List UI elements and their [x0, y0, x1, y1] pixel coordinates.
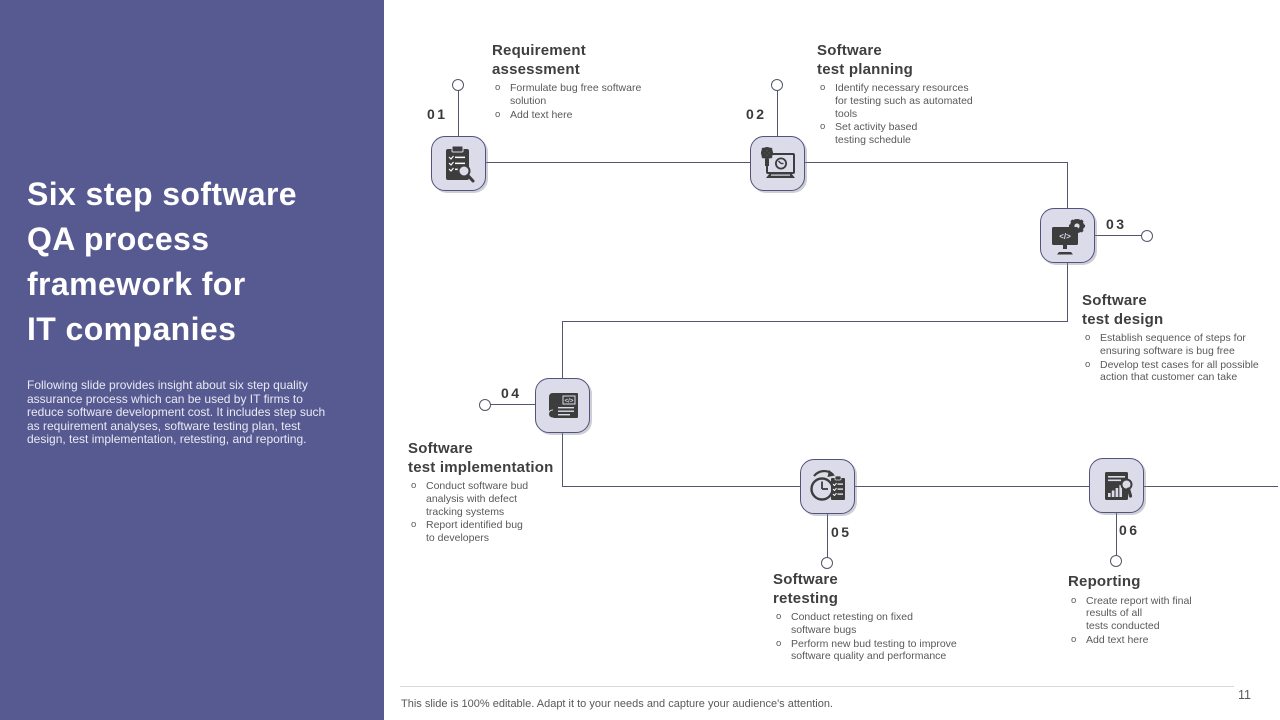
- connector-line: [458, 90, 460, 136]
- svg-text:</>: </>: [564, 398, 573, 404]
- bullet-item: o Add text here: [1068, 634, 1240, 647]
- bullet-item: o Formulate bug free software solution: [492, 82, 664, 108]
- node-circle-6: [1110, 555, 1122, 567]
- bullet-item: o Add text here: [492, 109, 664, 122]
- svg-text:</>: </>: [1059, 232, 1071, 241]
- page-number: 11: [1238, 688, 1251, 702]
- step-text-2: Software test planning o Identify necess…: [817, 42, 989, 148]
- report-chart-search-icon: [1104, 471, 1132, 500]
- step-tile-1: [431, 136, 486, 191]
- step-number-5: 05: [831, 524, 852, 540]
- bullet-marker: o: [495, 108, 501, 120]
- step-number-1: 01: [427, 106, 448, 122]
- bullet-item: o Identify necessary resources for testi…: [817, 82, 989, 120]
- bullet-item: o Create report with final results of al…: [1068, 595, 1240, 633]
- node-circle-4: [479, 399, 491, 411]
- page-title: Six step software QA process framework f…: [27, 176, 298, 347]
- clipboard-search-icon: [445, 145, 474, 182]
- bullet-marker: o: [495, 82, 501, 93]
- step-title-1: Requirement assessment: [492, 42, 586, 78]
- bullet-item: o Develop test cases for all possible ac…: [1082, 359, 1280, 385]
- bullet-item: o Conduct software bud analysis with def…: [408, 480, 580, 518]
- bullet-marker: o: [1085, 358, 1091, 370]
- connector-line: [562, 486, 1278, 488]
- node-circle-3: [1141, 230, 1153, 242]
- node-circle-5: [821, 557, 833, 569]
- footer-divider: [400, 686, 1234, 687]
- bullet-item: o Establish sequence of steps for ensuri…: [1082, 332, 1280, 358]
- bullet-marker: o: [820, 121, 826, 133]
- bullet-marker: o: [411, 519, 417, 531]
- step-title-5: Software retesting: [773, 571, 839, 607]
- node-circle-1: [452, 79, 464, 91]
- connector-line: [777, 90, 779, 136]
- connector-line: [1116, 513, 1118, 556]
- bullet-marker: o: [776, 637, 782, 649]
- step-text-5: Software retesting o Conduct retesting o…: [773, 571, 985, 664]
- step-text-4: Software test implementation o Conduct s…: [408, 440, 580, 546]
- step-title-3: Software test design: [1082, 292, 1164, 328]
- step-tile-5: [800, 459, 855, 514]
- sidebar-panel: Six step software QA process framework f…: [0, 0, 384, 720]
- monitor-code-gear-icon: </>: [1051, 218, 1085, 254]
- connector-line: [562, 321, 1068, 323]
- bullet-marker: o: [1085, 332, 1091, 343]
- step-title-6: Reporting: [1068, 573, 1141, 590]
- bullet-item: o Perform new bud testing to improve sof…: [773, 638, 985, 664]
- step-text-1: Requirement assessment o Formulate bug f…: [492, 42, 664, 122]
- scroll-code-icon: </>: [547, 392, 578, 418]
- step-number-3: 03: [1106, 216, 1127, 232]
- page-description: Following slide provides insight about s…: [27, 378, 326, 447]
- clock-checklist-icon: [809, 469, 845, 501]
- footer-note: This slide is 100% editable. Adapt it to…: [401, 698, 833, 710]
- connector-line: [827, 514, 829, 558]
- step-number-2: 02: [746, 106, 767, 122]
- step-number-4: 04: [501, 385, 522, 401]
- bullet-item: o Set activity based testing schedule: [817, 121, 989, 147]
- step-tile-6: [1089, 458, 1144, 513]
- bullet-item: o Report identified bug to developers: [408, 519, 580, 545]
- node-circle-2: [771, 79, 783, 91]
- step-tile-3: </>: [1040, 208, 1095, 263]
- step-tile-4: </>: [535, 378, 590, 433]
- bullet-marker: o: [820, 82, 826, 93]
- bullet-marker: o: [776, 611, 782, 622]
- step-title-4: Software test implementation: [408, 440, 554, 476]
- connector-line: [490, 404, 536, 406]
- step-text-6: Reporting o Create report with final res…: [1068, 573, 1240, 648]
- connector-line: [562, 322, 564, 378]
- monitor-gauge-gear-icon: [760, 146, 795, 178]
- bullet-marker: o: [1071, 594, 1077, 606]
- connector-line: [1067, 263, 1069, 322]
- bullet-marker: o: [411, 480, 417, 491]
- step-number-6: 06: [1119, 522, 1140, 538]
- bullet-item: o Conduct retesting on fixed software bu…: [773, 611, 985, 637]
- step-tile-2: [750, 136, 805, 191]
- connector-line: [1067, 163, 1069, 208]
- bullet-marker: o: [1071, 633, 1077, 645]
- connector-line: [1095, 235, 1142, 237]
- connector-line: [562, 433, 564, 487]
- step-text-3: Software test design o Establish sequenc…: [1082, 292, 1280, 385]
- step-title-2: Software test planning: [817, 42, 913, 78]
